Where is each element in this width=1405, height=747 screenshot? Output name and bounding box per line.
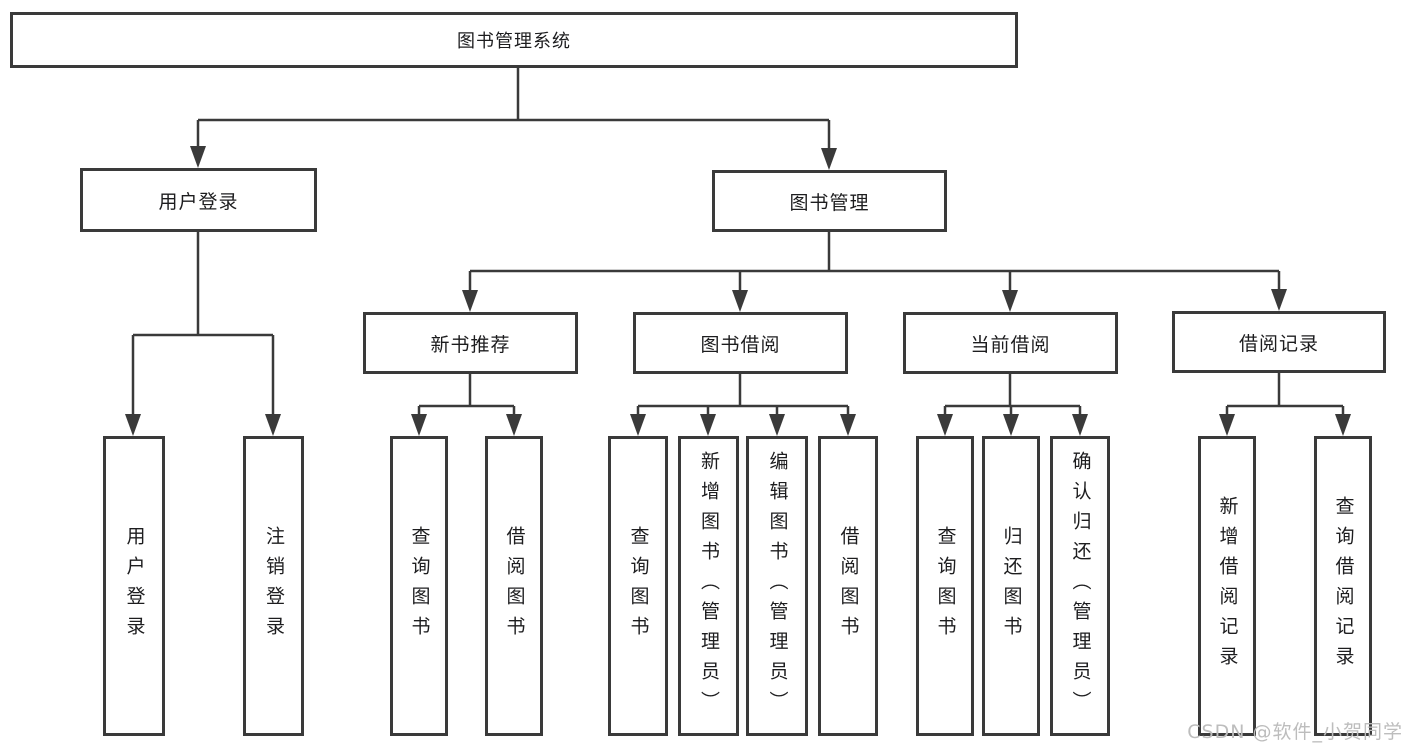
node-book-management: 图书管理 xyxy=(712,170,947,232)
node-current-borrowing: 当前借阅 xyxy=(903,312,1118,374)
leaf-query-books-borrowing: 查询图书 xyxy=(608,436,668,736)
leaf-return-books: 归还图书 xyxy=(982,436,1040,736)
node-user-login: 用户登录 xyxy=(80,168,317,232)
node-book-borrowing: 图书借阅 xyxy=(633,312,848,374)
leaf-add-books-admin: 新增图书（管理员） xyxy=(678,436,739,736)
leaf-borrow-books-recommend: 借阅图书 xyxy=(485,436,543,736)
leaf-query-books-recommend: 查询图书 xyxy=(390,436,448,736)
leaf-confirm-return-admin: 确认归还（管理员） xyxy=(1050,436,1110,736)
leaf-user-login: 用户登录 xyxy=(103,436,165,736)
leaf-borrow-books: 借阅图书 xyxy=(818,436,878,736)
csdn-watermark: CSDN @软件_小贺同学 xyxy=(1187,721,1403,743)
leaf-query-books-current: 查询图书 xyxy=(916,436,974,736)
leaf-edit-books-admin: 编辑图书（管理员） xyxy=(746,436,808,736)
node-borrowing-records: 借阅记录 xyxy=(1172,311,1386,373)
leaf-query-borrow-record: 查询借阅记录 xyxy=(1314,436,1372,736)
leaf-add-borrow-record: 新增借阅记录 xyxy=(1198,436,1256,736)
node-library-management-system: 图书管理系统 xyxy=(10,12,1018,68)
node-new-book-recommendation: 新书推荐 xyxy=(363,312,578,374)
leaf-logout: 注销登录 xyxy=(243,436,304,736)
